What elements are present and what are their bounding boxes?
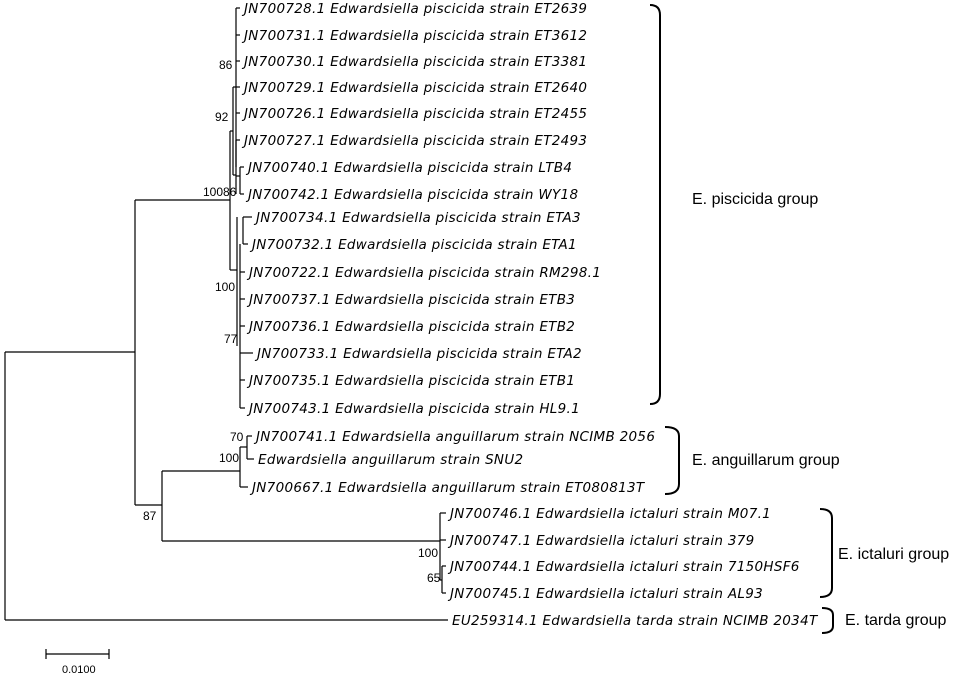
leaf-label: JN700667.1 Edwardsiella anguillarum stra… (249, 480, 646, 496)
leaf-label: JN700726.1 Edwardsiella piscicida strain… (241, 106, 587, 122)
group-label-ictaluri: E. ictaluri group (838, 546, 949, 563)
leaf-label: JN700732.1 Edwardsiella piscicida strain… (249, 237, 577, 253)
leaf-label: JN700734.1 Edwardsiella piscicida strain… (253, 210, 581, 226)
leaf-label: JN700729.1 Edwardsiella piscicida strain… (241, 80, 587, 96)
leaf-label: JN700744.1 Edwardsiella ictaluri strain … (447, 559, 800, 575)
group-brackets: E. piscicida group E. anguillarum group … (649, 4, 949, 634)
tree-branches (4, 7, 448, 621)
leaf-label: JN700747.1 Edwardsiella ictaluri strain … (447, 533, 755, 549)
leaf-label: JN700743.1 Edwardsiella piscicida strain… (246, 401, 580, 417)
leaf-label: Edwardsiella anguillarum strain SNU2 (258, 452, 523, 468)
leaf-label: EU259314.1 Edwardsiella tarda strain NCI… (452, 613, 819, 629)
leaf-label: JN700730.1 Edwardsiella piscicida strain… (241, 54, 587, 70)
leaf-label: JN700742.1 Edwardsiella piscicida strain… (245, 187, 578, 203)
bootstrap-value: 70 (230, 430, 244, 444)
leaf-label: JN700731.1 Edwardsiella piscicida strain… (241, 28, 587, 44)
bracket-tarda (821, 607, 834, 634)
bracket-ictaluri (819, 508, 833, 598)
leaf-label: JN700735.1 Edwardsiella piscicida strain… (246, 373, 575, 389)
group-label-tarda: E. tarda group (845, 612, 947, 629)
leaf-label: JN700727.1 Edwardsiella piscicida strain… (241, 133, 587, 149)
leaf-label: JN700737.1 Edwardsiella piscicida strain… (246, 292, 575, 308)
bracket-anguillarum (664, 426, 680, 495)
bracket-piscicida (649, 4, 661, 405)
scale-bar-label: 0.0100 (62, 664, 96, 676)
bootstrap-value: 100 (418, 546, 438, 560)
leaf-label: JN700736.1 Edwardsiella piscicida strain… (246, 319, 575, 335)
bootstrap-value: 65 (427, 571, 441, 585)
leaf-label: JN700740.1 Edwardsiella piscicida strain… (245, 160, 572, 176)
bootstrap-value: 77 (224, 332, 238, 346)
leaf-label: JN700728.1 Edwardsiella piscicida strain… (241, 1, 587, 17)
leaf-label: JN700746.1 Edwardsiella ictaluri strain … (447, 506, 771, 522)
bootstrap-value: 86 (219, 58, 233, 72)
bootstrap-value: 100 (215, 280, 235, 294)
bootstrap-value: 92 (215, 110, 229, 124)
leaf-label: JN700745.1 Edwardsiella ictaluri strain … (447, 586, 763, 602)
bootstrap-value: 87 (143, 509, 157, 523)
leaf-label: JN700741.1 Edwardsiella anguillarum stra… (253, 429, 655, 445)
leaf-labels: JN700728.1 Edwardsiella piscicida strain… (241, 1, 819, 629)
group-label-piscicida: E. piscicida group (692, 191, 818, 208)
group-label-anguillarum: E. anguillarum group (692, 452, 840, 469)
scale-bar: 0.0100 (45, 649, 110, 676)
bootstrap-value: 100 (203, 185, 223, 199)
leaf-label: JN700733.1 Edwardsiella piscicida strain… (254, 346, 582, 362)
bootstrap-value: 86 (223, 185, 237, 199)
bootstrap-value: 100 (219, 451, 239, 465)
leaf-label: JN700722.1 Edwardsiella piscicida strain… (246, 265, 601, 281)
bootstrap-values: 86 92 100 86 100 77 70 100 87 100 65 (143, 58, 441, 585)
